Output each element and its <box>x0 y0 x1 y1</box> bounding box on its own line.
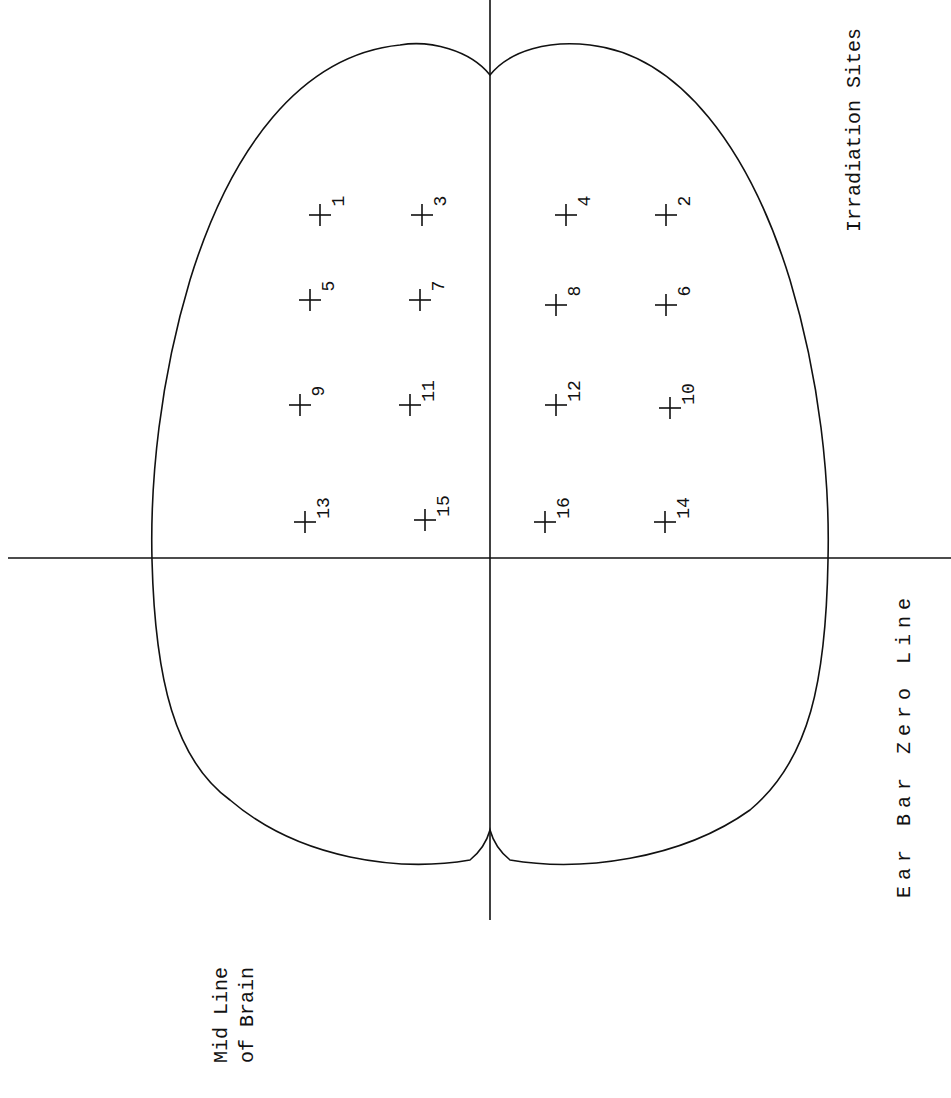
site-number: 9 <box>309 386 331 397</box>
site-cross <box>411 204 433 226</box>
site-number: 14 <box>674 497 696 519</box>
site-cross <box>545 294 567 316</box>
site-number: 1 <box>329 196 351 207</box>
site-cross <box>294 511 316 533</box>
site-cross <box>309 204 331 226</box>
cross-arm <box>664 511 666 533</box>
site-number: 10 <box>679 383 701 405</box>
site-cross <box>655 204 677 226</box>
site-number: 12 <box>565 380 587 402</box>
site-cross <box>399 394 421 416</box>
cross-arm <box>319 204 321 226</box>
site-number: 5 <box>319 281 341 292</box>
site-cross <box>555 204 577 226</box>
site-number: 7 <box>429 281 451 292</box>
cross-arm <box>309 289 311 311</box>
figure-title: Irradiation Sites <box>843 28 867 232</box>
site-number: 13 <box>314 497 336 519</box>
cross-arm <box>424 509 426 531</box>
axis-label: Ear Bar Zero Line <box>893 592 917 898</box>
site-number: 6 <box>675 286 697 297</box>
site-number: 3 <box>431 196 453 207</box>
cross-arm <box>555 394 557 416</box>
site-cross <box>655 294 677 316</box>
cross-arm <box>665 294 667 316</box>
site-cross <box>545 394 567 416</box>
cross-arm <box>544 511 546 533</box>
site-cross <box>409 289 431 311</box>
site-cross <box>299 289 321 311</box>
site-cross <box>654 511 676 533</box>
cross-arm <box>304 511 306 533</box>
site-number: 8 <box>565 286 587 297</box>
site-number: 4 <box>575 196 597 207</box>
site-cross <box>534 511 556 533</box>
site-number: 2 <box>675 196 697 207</box>
site-cross <box>659 397 681 419</box>
cross-arm <box>419 289 421 311</box>
cross-arm <box>409 394 411 416</box>
site-number: 11 <box>419 380 441 402</box>
cross-arm <box>421 204 423 226</box>
cross-arm <box>565 204 567 226</box>
mid-line <box>489 0 491 920</box>
site-number: 16 <box>554 497 576 519</box>
cross-arm <box>665 204 667 226</box>
cross-arm <box>555 294 557 316</box>
midline-label: Mid Line of Brain <box>209 960 261 1070</box>
ear-bar-zero-line <box>8 557 951 559</box>
cross-arm <box>299 394 301 416</box>
site-number: 15 <box>434 495 456 517</box>
site-cross <box>289 394 311 416</box>
cross-arm <box>669 397 671 419</box>
site-cross <box>414 509 436 531</box>
